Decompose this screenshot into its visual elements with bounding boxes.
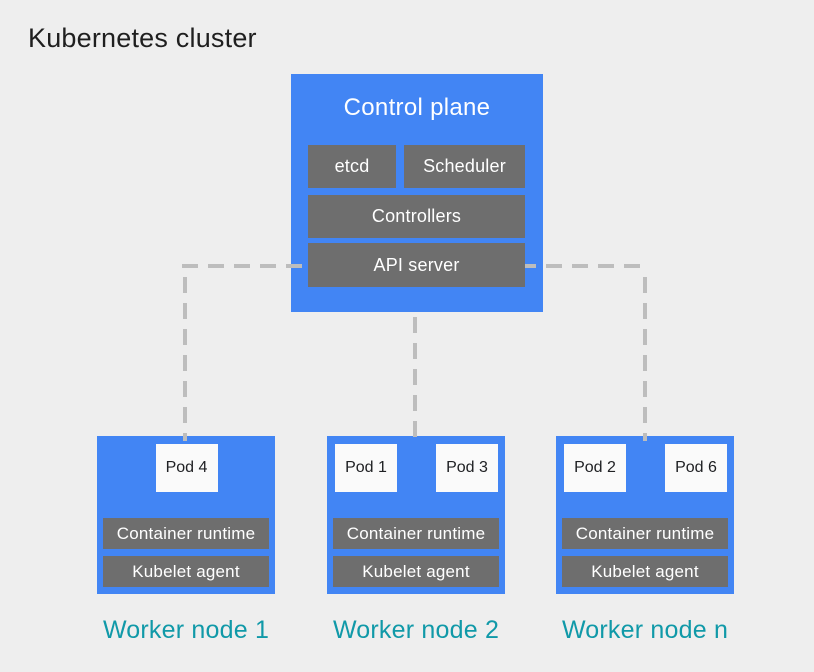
- worker-node-1-label: Worker node 1: [102, 615, 270, 644]
- etcd-box: etcd: [308, 145, 396, 188]
- api-server-box: API server: [308, 243, 525, 287]
- control-plane-box: Control plane etcd Scheduler Controllers…: [291, 74, 543, 312]
- worker-node-2-label: Worker node 2: [332, 615, 500, 644]
- pod-row: Pod 4: [105, 444, 268, 492]
- diagram-title: Kubernetes cluster: [28, 23, 257, 53]
- pod-1: Pod 1: [335, 444, 397, 492]
- pod-row: Pod 2 Pod 6: [564, 444, 727, 492]
- container-runtime-box: Container runtime: [333, 518, 499, 549]
- controllers-box: Controllers: [308, 195, 525, 238]
- worker-node-2-box: Pod 1 Pod 3 Container runtime Kubelet ag…: [327, 436, 505, 594]
- scheduler-box: Scheduler: [404, 145, 525, 188]
- container-runtime-box: Container runtime: [103, 518, 269, 549]
- pod-4: Pod 4: [155, 444, 218, 492]
- kubelet-agent-box: Kubelet agent: [333, 556, 499, 587]
- pod-3: Pod 3: [436, 444, 498, 492]
- worker-node-1-box: Pod 4 Container runtime Kubelet agent: [97, 436, 275, 594]
- kubelet-agent-box: Kubelet agent: [103, 556, 269, 587]
- pod-6: Pod 6: [665, 444, 727, 492]
- kubelet-agent-box: Kubelet agent: [562, 556, 728, 587]
- control-plane-title: Control plane: [343, 94, 491, 121]
- worker-node-n-box: Pod 2 Pod 6 Container runtime Kubelet ag…: [556, 436, 734, 594]
- pod-row: Pod 1 Pod 3: [335, 444, 498, 492]
- container-runtime-box: Container runtime: [562, 518, 728, 549]
- pod-2: Pod 2: [564, 444, 626, 492]
- worker-node-n-label: Worker node n: [561, 615, 729, 644]
